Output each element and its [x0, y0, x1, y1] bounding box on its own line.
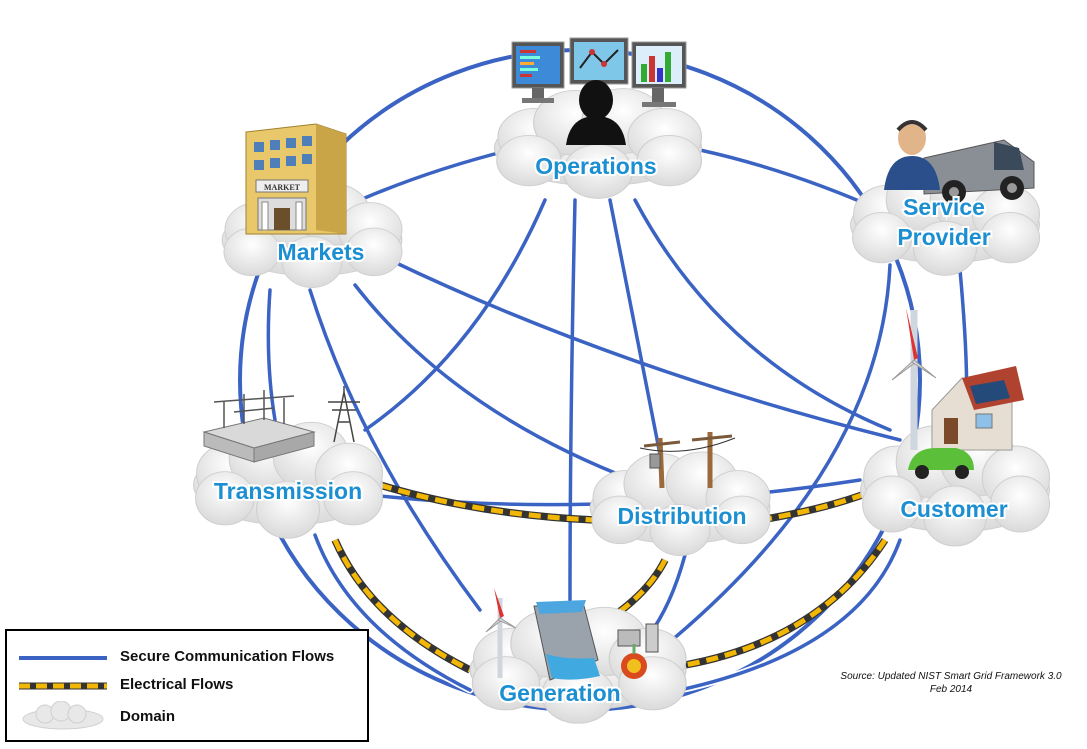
label-service-provider-line2: Provider	[897, 224, 990, 250]
legend: Secure Communication Flows Electrical Fl…	[5, 629, 369, 742]
label-markets: Markets	[278, 239, 365, 265]
source-line-1: Source: Updated NIST Smart Grid Framewor…	[840, 671, 1062, 682]
label-service-provider-line1: Service	[903, 194, 985, 220]
flow-markets-transmission	[266, 288, 277, 422]
electrical-distribution-customer	[759, 492, 863, 523]
communication-line-swatch	[19, 656, 107, 660]
flow-operations-generation	[568, 198, 577, 602]
flow-markets-operations	[358, 148, 512, 202]
flow-markets-customer	[388, 258, 902, 442]
communication-flows	[264, 146, 971, 694]
market-building-icon: MARKET	[245, 123, 347, 235]
flow-markets-generation	[308, 288, 482, 612]
legend-label-communication: Secure Communication Flows	[120, 648, 335, 665]
market-sign-text: MARKET	[264, 183, 301, 192]
flow-operations-customer	[633, 198, 892, 432]
power-plant-icon	[485, 588, 659, 681]
label-transmission: Transmission	[214, 478, 362, 504]
substation-tower-icon	[202, 386, 360, 463]
electrical-transmission-generation	[332, 538, 472, 673]
utility-poles-icon	[639, 432, 736, 489]
electrical-flows	[331, 481, 889, 674]
house-windturbine-car-icon	[891, 308, 1024, 479]
label-customer: Customer	[900, 496, 1007, 522]
flow-transmission-generation	[313, 533, 472, 692]
source-line-2: Feb 2014	[929, 684, 973, 695]
label-operations: Operations	[535, 153, 656, 179]
control-room-icon	[511, 37, 687, 145]
flow-customer-generation	[678, 538, 902, 692]
service-technician-truck-icon	[884, 120, 1035, 204]
electrical-customer-generation	[684, 538, 888, 668]
domain-labels: Operations Markets Service Provider Tran…	[212, 151, 1010, 708]
electrical-transmission-distribution	[379, 482, 596, 523]
domain-cloud-swatch	[22, 701, 104, 730]
electrical-line-swatch	[19, 682, 107, 690]
legend-item-domain: Domain	[7, 701, 367, 731]
flow-markets-distribution	[353, 283, 662, 492]
legend-label-electrical: Electrical Flows	[120, 676, 234, 693]
flow-operations-transmission	[363, 198, 547, 432]
source-note: Source: Updated NIST Smart Grid Framewor…	[820, 670, 1082, 696]
legend-item-communication: Secure Communication Flows	[7, 645, 367, 671]
flow-service-provider-generation	[658, 263, 892, 652]
legend-label-domain: Domain	[120, 708, 176, 725]
label-generation: Generation	[499, 680, 620, 706]
legend-item-electrical: Electrical Flows	[7, 673, 367, 699]
label-distribution: Distribution	[617, 503, 746, 529]
